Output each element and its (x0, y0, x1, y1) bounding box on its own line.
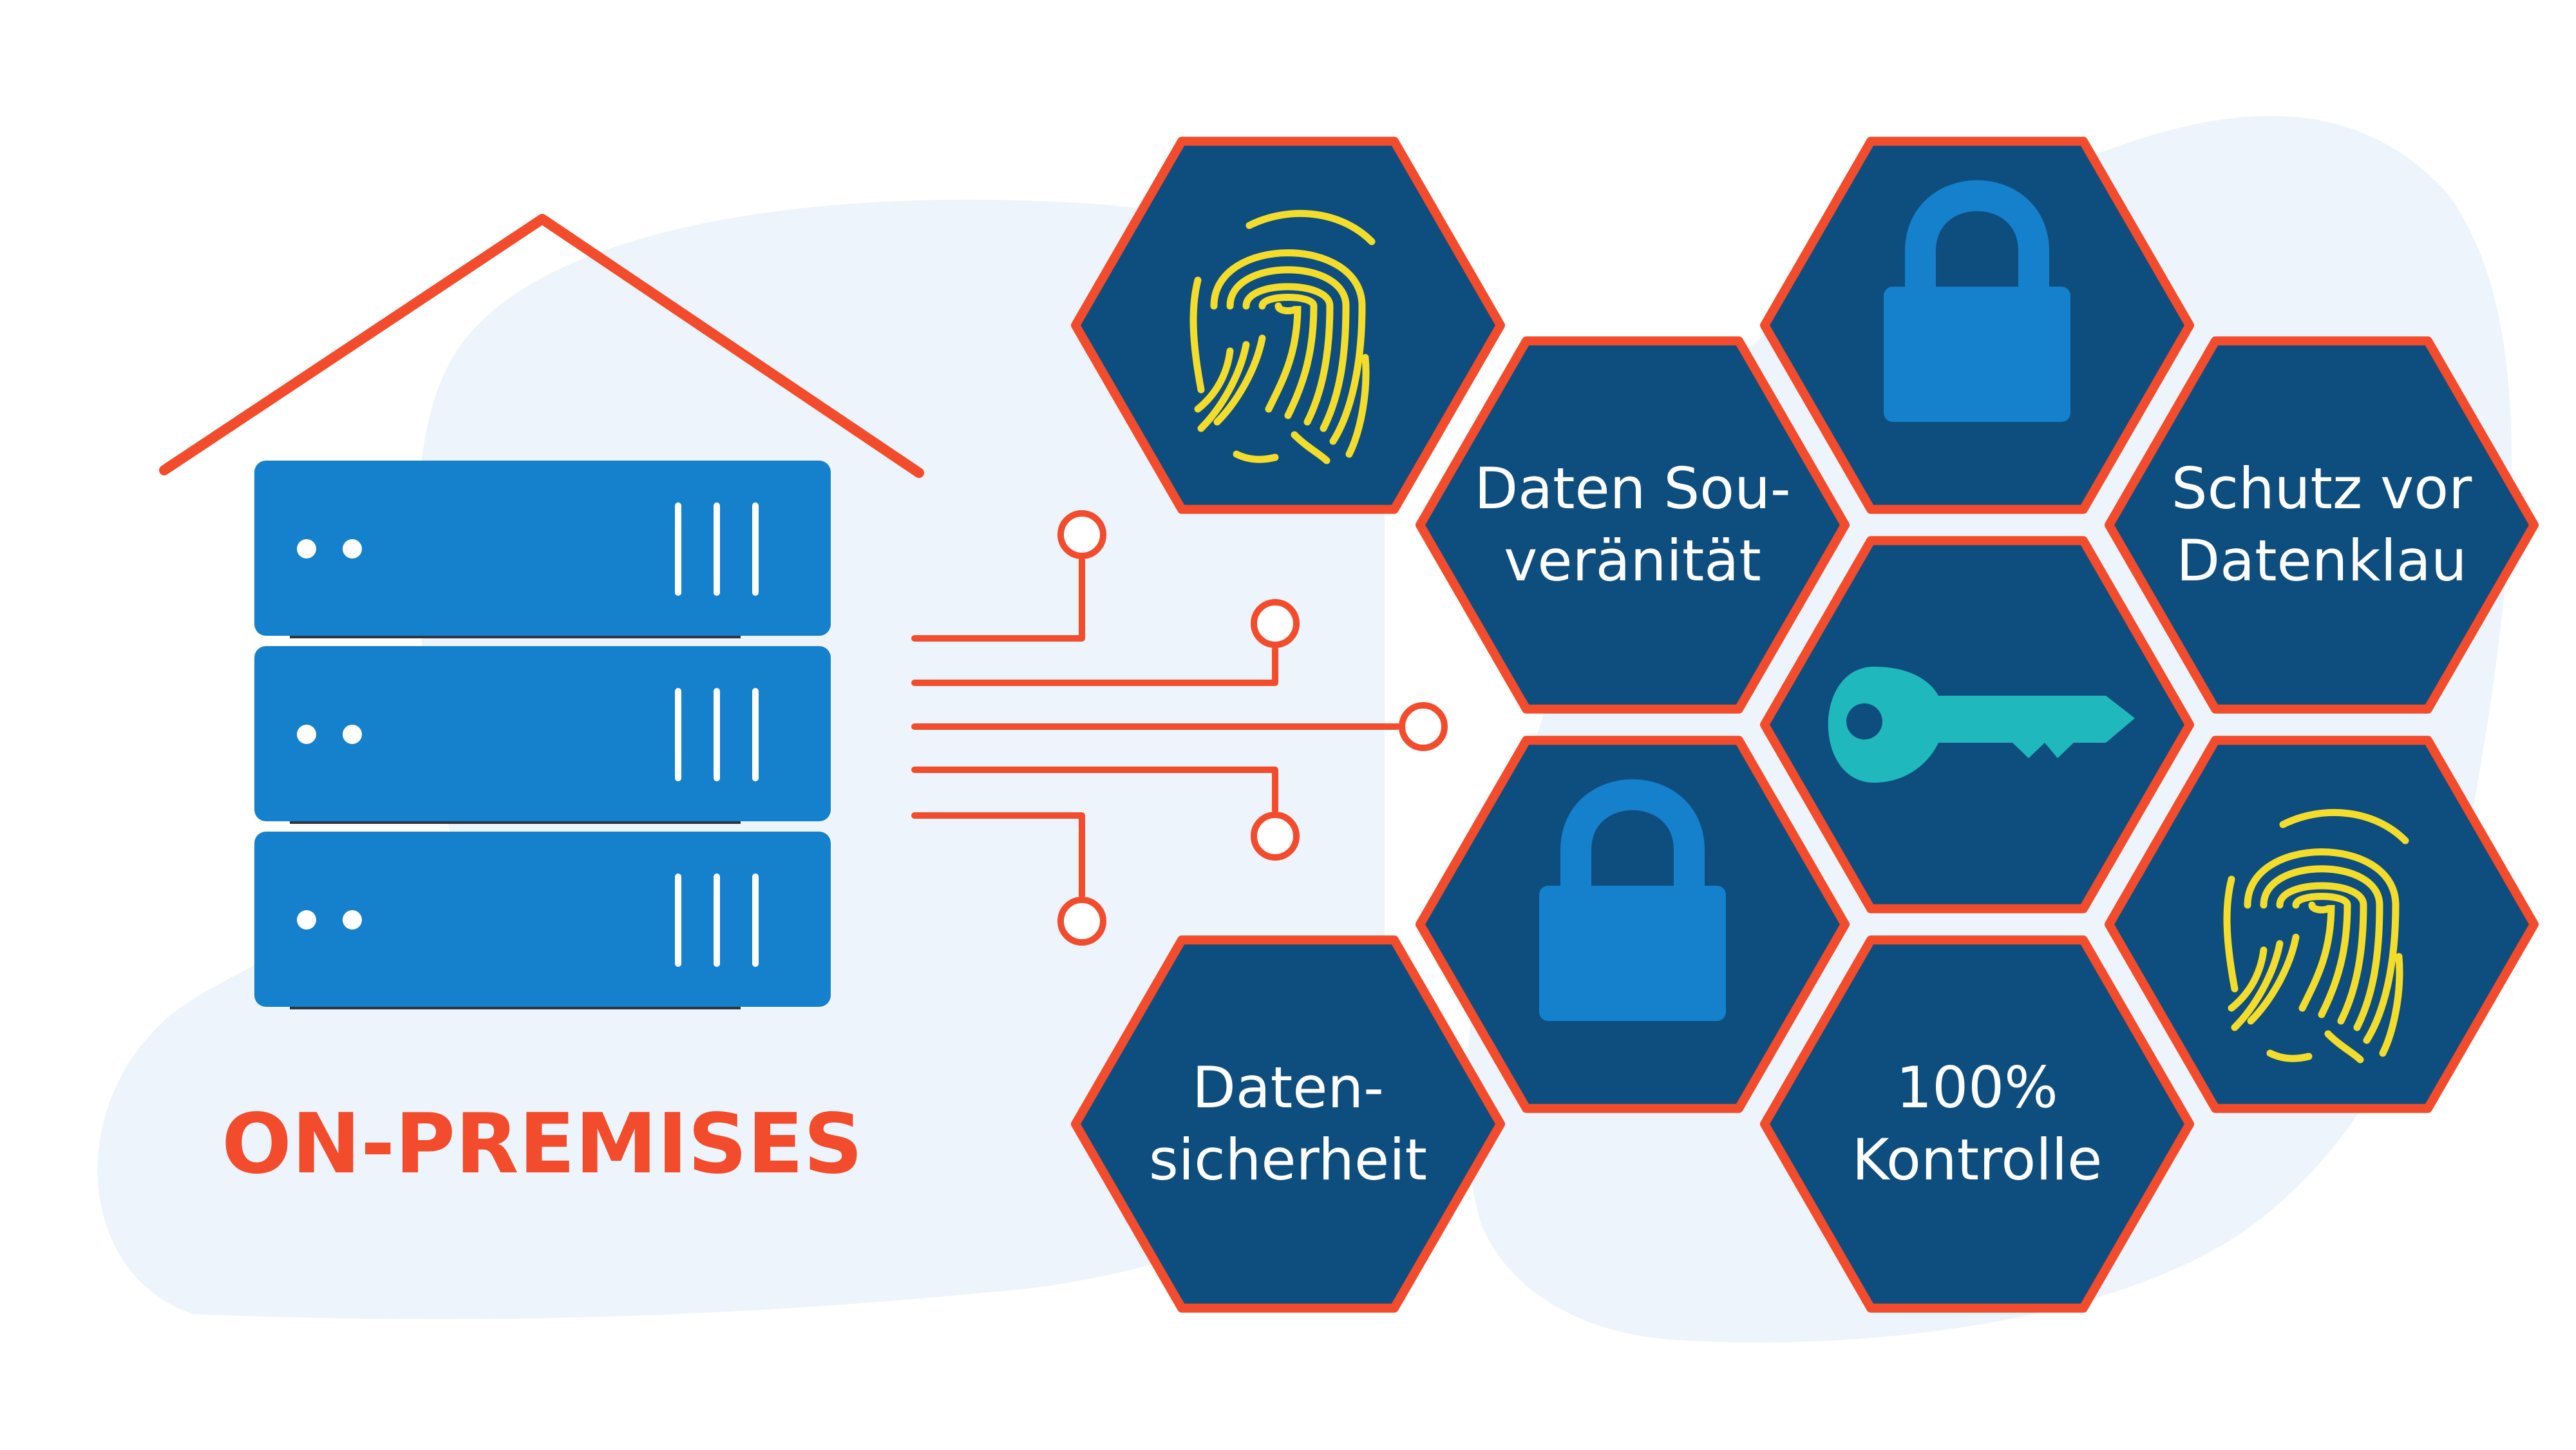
connector-line-1 (911, 557, 1085, 642)
fingerprint-ridge (1210, 249, 1366, 445)
connector-line-2 (911, 646, 1278, 686)
fingerprint-ridge (2292, 893, 2351, 1018)
lock-shackle (1905, 180, 2049, 290)
lock-body (1539, 886, 1726, 1021)
hexagon-label-line: Kontrolle (1852, 1127, 2103, 1193)
server-unit-3 (254, 832, 831, 1007)
hexagon-tile: Daten-sicherheit (1071, 935, 1505, 1313)
fingerprint-ridge (1265, 302, 1302, 413)
fingerprint-ridge (2276, 882, 2367, 1025)
connector-node-3 (1399, 702, 1448, 751)
fingerprint-ridge (2324, 1030, 2364, 1064)
fingerprint-ridge (2247, 933, 2300, 1025)
key-icon (1828, 667, 2135, 783)
connector-node-4 (1251, 812, 1300, 861)
page-title: ON-PREMISES (222, 1096, 863, 1192)
lock-body (1884, 287, 2070, 422)
circuit-connectors (911, 510, 1448, 946)
hexagon-shape (1071, 137, 1505, 514)
lock-shackle (1560, 779, 1705, 889)
hexagon-label-line: 100% (1896, 1054, 2058, 1121)
hexagon-tile: Daten Sou-veränität (1416, 336, 1850, 714)
connector-line-4 (911, 767, 1278, 814)
fingerprint-ridge (1197, 341, 1250, 432)
server-unit-1 (254, 461, 831, 636)
fingerprint-ridge (2266, 1049, 2313, 1062)
fingerprint-ridge (1233, 450, 1279, 463)
fingerprint-ridge (1242, 283, 1334, 426)
key-shape (1828, 667, 2135, 783)
hexagon-shape (1760, 935, 2194, 1313)
server-rack-icon (254, 461, 831, 1009)
fingerprint-ridge (2298, 901, 2335, 1012)
hexagon-tile: 100%Kontrolle (1760, 935, 2194, 1313)
lock-icon (1884, 180, 2070, 422)
connector-line-5 (911, 812, 1085, 899)
fingerprint-ridge (2223, 875, 2239, 993)
hexagon-label-line: Schutz vor (2172, 455, 2472, 522)
fingerprint-ridge (2260, 865, 2383, 1031)
fingerprint-ridge (1194, 347, 1234, 413)
fingerprint-ridge (1189, 276, 1205, 394)
fingerprint-ridge (1258, 294, 1318, 419)
fingerprint-ridge (2231, 940, 2284, 1031)
fingerprint-ridge (2379, 953, 2403, 1057)
hexagon-label-line: Daten- (1192, 1054, 1384, 1121)
fingerprint-ridge (2228, 946, 2268, 1012)
hexagon-label-line: Daten Sou- (1474, 455, 1790, 522)
connector-node-2 (1251, 599, 1300, 648)
lock-icon (1539, 779, 1726, 1021)
fingerprint-ridge (1291, 431, 1331, 464)
hexagon-shape (1416, 336, 1850, 714)
fingerprint-ridge (2279, 808, 2409, 844)
house-roof (159, 214, 924, 478)
fingerprint-ridge (1345, 354, 1370, 458)
hexagon-tile (1071, 137, 1505, 514)
server-unit-2 (254, 646, 831, 821)
connector-node-1 (1057, 510, 1106, 559)
hexagon-shape (1071, 935, 1505, 1313)
fingerprint-ridge (2244, 848, 2400, 1044)
hexagon-tile (1760, 137, 2194, 514)
fingerprint-ridge (1213, 334, 1266, 426)
hexagon-tile (1416, 736, 1850, 1113)
hexagon-shape (2105, 336, 2539, 714)
hexagon-label-line: veränität (1504, 528, 1761, 594)
hexagon-tile (1760, 536, 2194, 913)
fingerprint-icon (2223, 808, 2409, 1064)
fingerprint-icon (1189, 209, 1376, 464)
fingerprint-ridge (1245, 209, 1376, 245)
connector-node-5 (1057, 897, 1106, 946)
key-hole (1846, 703, 1882, 739)
hexagon-shape (2105, 736, 2539, 1113)
fingerprint-ridge (1226, 266, 1350, 432)
hexagon-label-line: Datenklau (2176, 528, 2467, 594)
hexagon-tile (2105, 736, 2539, 1113)
hexagon-label-line: sicherheit (1149, 1127, 1427, 1193)
